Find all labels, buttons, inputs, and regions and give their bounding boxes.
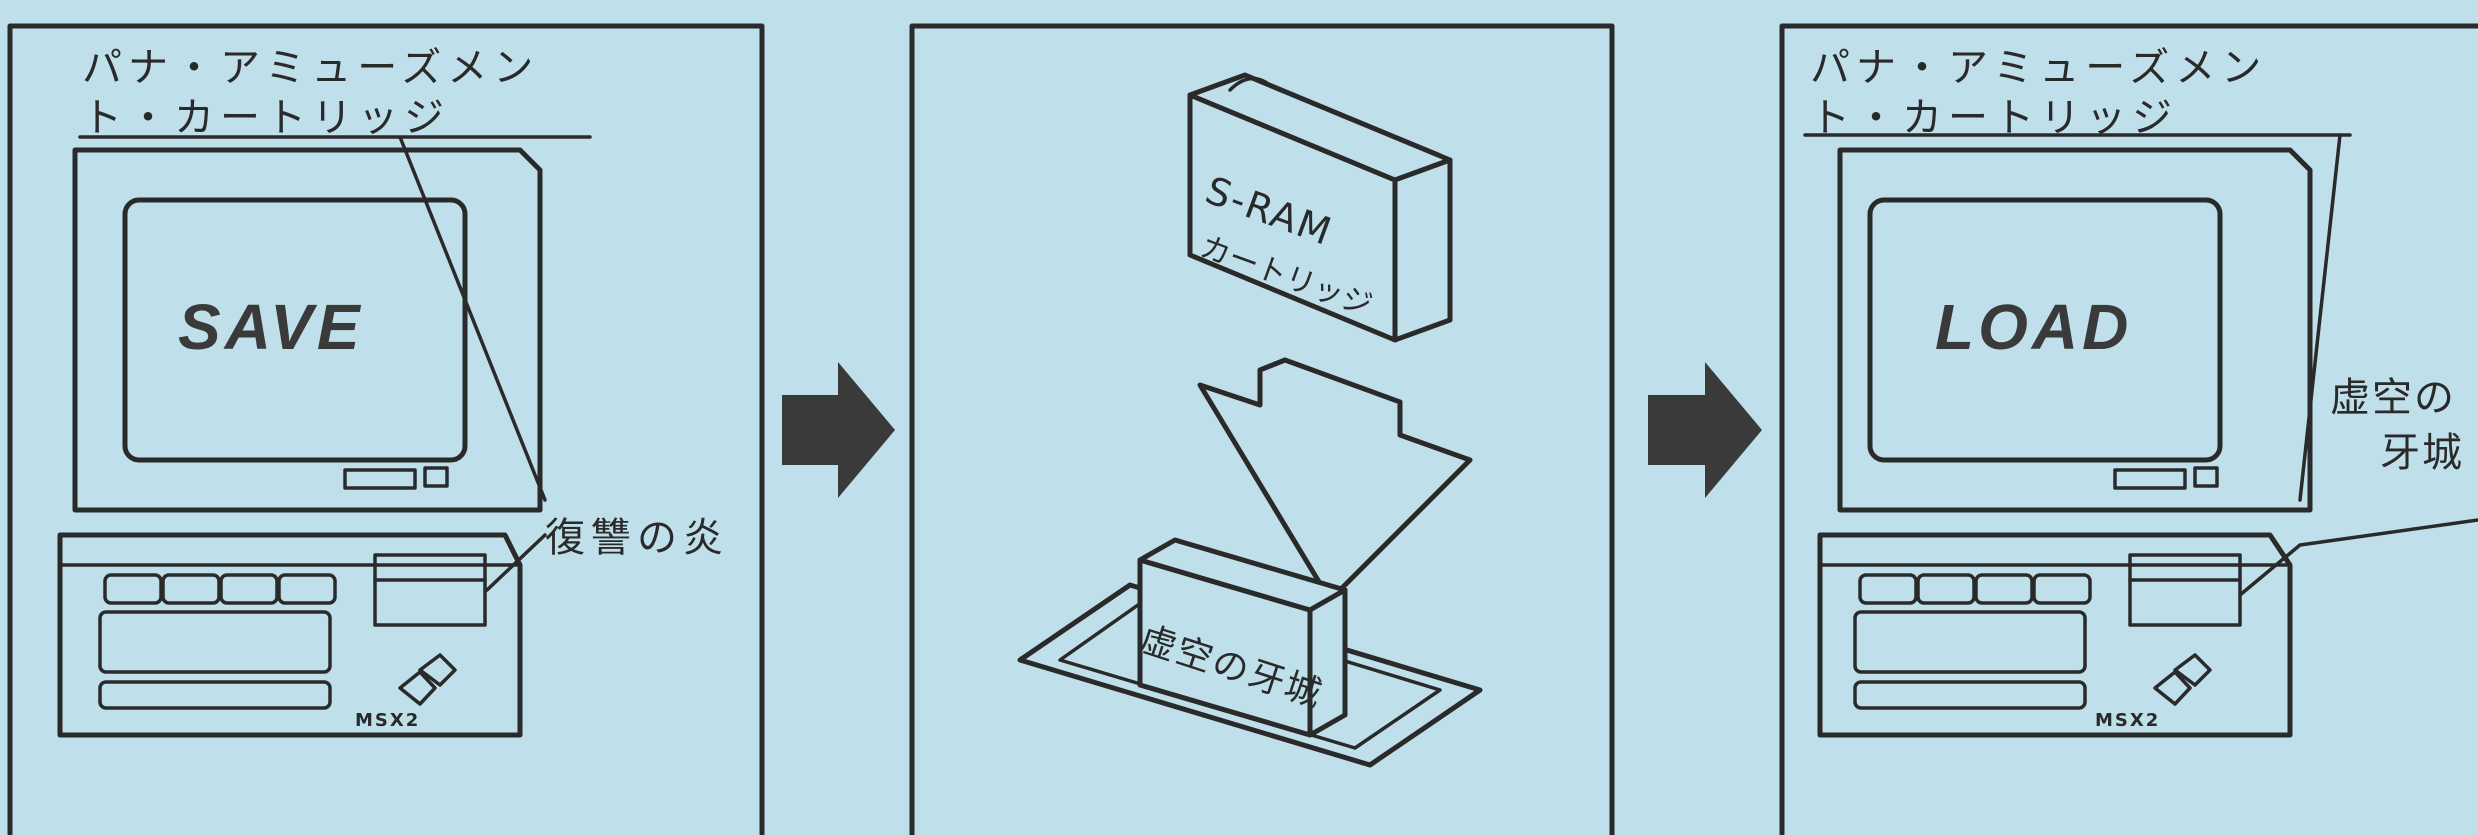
panel3-screen-text: LOAD (1935, 291, 2133, 363)
computer-icon (1817, 133, 2478, 738)
panel3-slot-label-line1: 虚空の (2330, 375, 2456, 421)
panel1-brand: MSX2 (355, 710, 421, 731)
panel1-screen-text: SAVE (178, 291, 364, 363)
cartridge-icon (1187, 72, 1453, 343)
panel3-brand: MSX2 (2095, 710, 2161, 731)
panel1-caption-line2: ト・カートリッジ (82, 95, 450, 141)
panel-transfer (909, 23, 1615, 835)
right-arrow-icon (782, 362, 895, 498)
panel1-caption-line1: パナ・アミューズメン (82, 45, 540, 91)
panel1-slot-label: 復讐の炎 (545, 515, 729, 561)
right-arrow-icon (1648, 362, 1762, 498)
panel3-caption-line1: パナ・アミューズメン (1810, 45, 2268, 91)
panel-load (1779, 23, 2478, 835)
panel3-caption-line2: ト・カートリッジ (1810, 95, 2178, 141)
computer-icon (57, 135, 547, 738)
panel-save (7, 23, 765, 835)
panel3-slot-label-line2: 牙城 (2380, 430, 2464, 476)
